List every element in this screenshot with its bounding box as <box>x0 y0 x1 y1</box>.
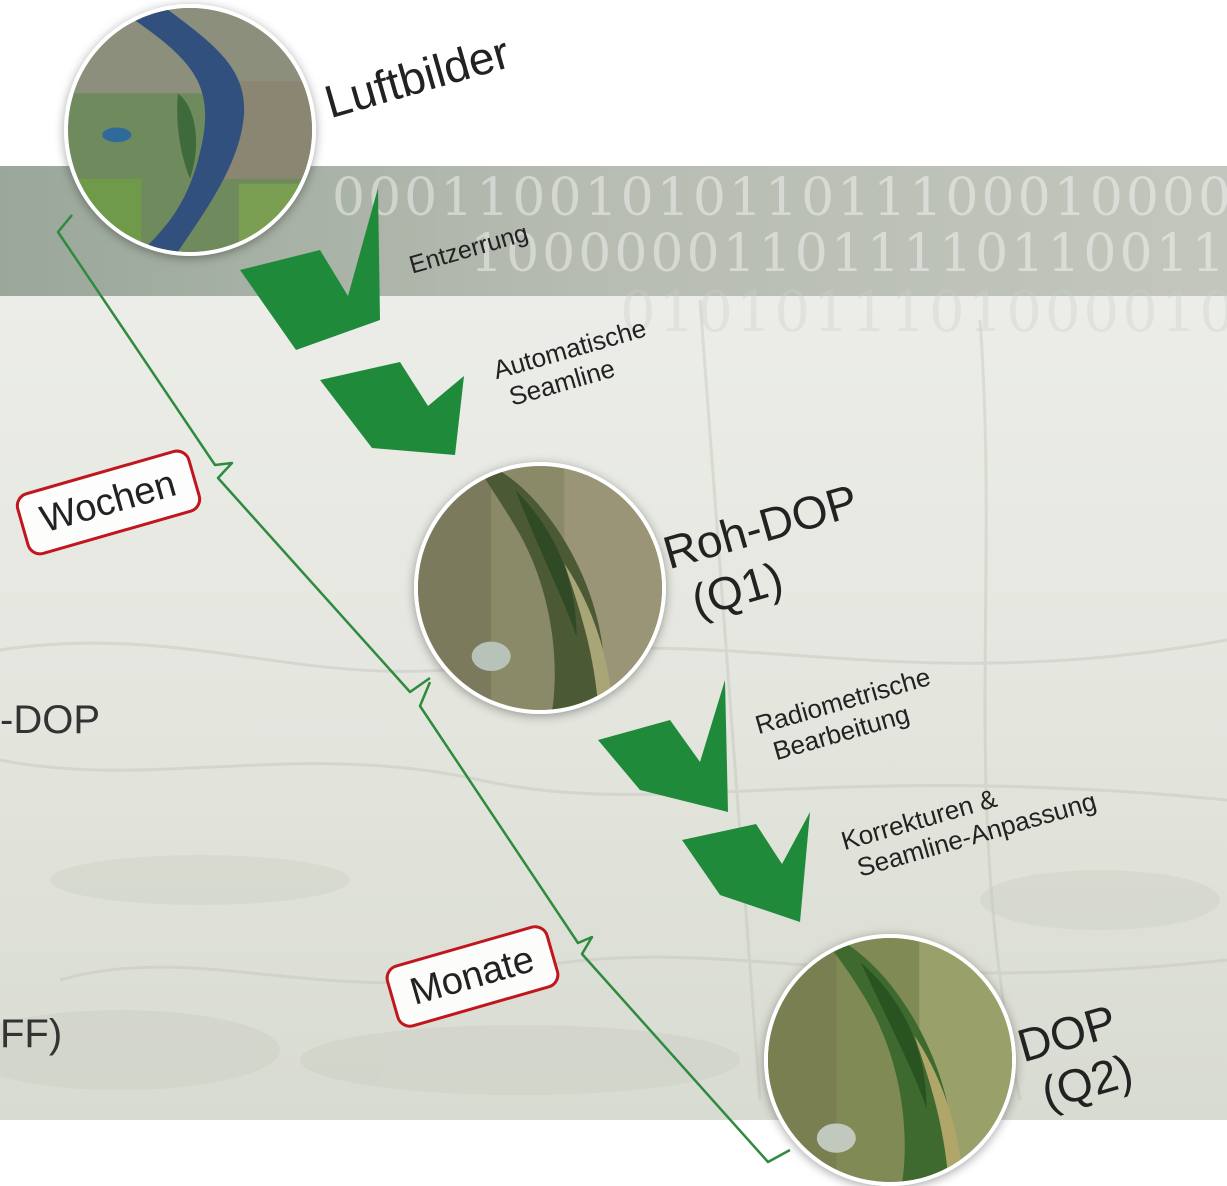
arrow-chevron-2a <box>598 680 728 812</box>
aerial-photo-luftbilder <box>64 4 316 256</box>
map-blotches <box>0 855 1220 1095</box>
bracket-months <box>418 681 791 1164</box>
arrow-chevron-1a <box>240 188 380 350</box>
cut-label-dop: -DOP <box>0 698 100 742</box>
orthophoto-roh-dop <box>414 462 666 714</box>
arrow-chevron-2b <box>682 812 810 922</box>
binary-row-3: 0101011101000010111 <box>620 280 1227 345</box>
arrow-chevron-1b <box>320 362 464 455</box>
orthophoto-dop <box>764 934 1016 1186</box>
binary-row-2: 1000000110111101100110 <box>470 224 1227 284</box>
map-panel <box>0 296 1227 1120</box>
bracket-weeks <box>56 214 431 694</box>
binary-row-1: 0001100101011011100010000001 <box>332 168 1227 228</box>
cut-label-ff: FF) <box>0 1012 63 1056</box>
